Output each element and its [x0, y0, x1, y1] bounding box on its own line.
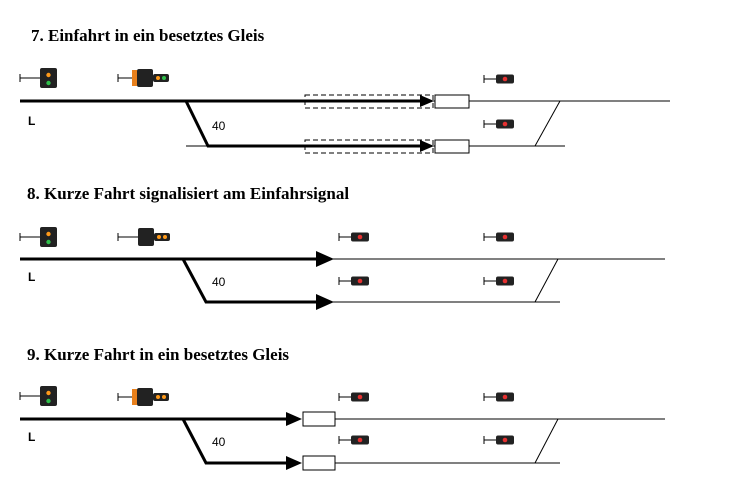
section-8-diagram: L 40	[19, 226, 665, 310]
main-signal-icon	[19, 226, 58, 248]
section-9-diagram: L 40	[19, 385, 665, 471]
route-arrow-icon	[316, 251, 334, 267]
distant-signal-icon	[117, 387, 170, 407]
route-arrow-icon	[420, 95, 434, 107]
red-stop-signal-icon	[338, 435, 370, 445]
occupied-block-icon	[434, 94, 470, 109]
speed-label: 40	[212, 275, 226, 289]
red-stop-signal-icon	[483, 119, 515, 129]
occupied-section-dashed	[304, 94, 434, 109]
distant-signal-icon	[117, 227, 171, 247]
exit-switch	[534, 100, 561, 147]
track-label: L	[28, 270, 35, 284]
main-signal-icon	[19, 67, 58, 89]
diverging-track	[181, 418, 288, 465]
speed-label: 40	[212, 119, 226, 133]
section-8-title: 8. Kurze Fahrt signalisiert am Einfahrsi…	[27, 184, 350, 203]
track-label: L	[28, 114, 35, 128]
red-stop-signal-icon	[483, 232, 515, 242]
red-stop-signal-icon	[483, 435, 515, 445]
occupied-section-dashed	[304, 139, 434, 154]
red-stop-signal-icon	[483, 74, 515, 84]
exit-switch	[534, 418, 559, 464]
route-arrow-icon	[316, 294, 334, 310]
track-label: L	[28, 430, 35, 444]
speed-label: 40	[212, 435, 226, 449]
red-stop-signal-icon	[338, 276, 370, 286]
main-signal-icon	[19, 385, 58, 407]
occupied-block-icon	[302, 455, 336, 471]
occupied-block-icon	[302, 411, 336, 427]
red-stop-signal-icon	[483, 276, 515, 286]
section-7-diagram: L 40	[19, 67, 670, 154]
section-9-title: 9. Kurze Fahrt in ein besetztes Gleis	[27, 345, 290, 364]
occupied-block-icon	[434, 139, 470, 154]
exit-switch	[534, 258, 559, 303]
route-arrow-icon	[420, 140, 434, 152]
section-7-title: 7. Einfahrt in ein besetztes Gleis	[31, 26, 265, 45]
red-stop-signal-icon	[338, 232, 370, 242]
diverging-track	[181, 258, 318, 304]
route-arrow-icon	[286, 412, 302, 426]
red-stop-signal-icon	[338, 392, 370, 402]
distant-signal-icon	[117, 68, 170, 88]
red-stop-signal-icon	[483, 392, 515, 402]
route-arrow-icon	[286, 456, 302, 470]
